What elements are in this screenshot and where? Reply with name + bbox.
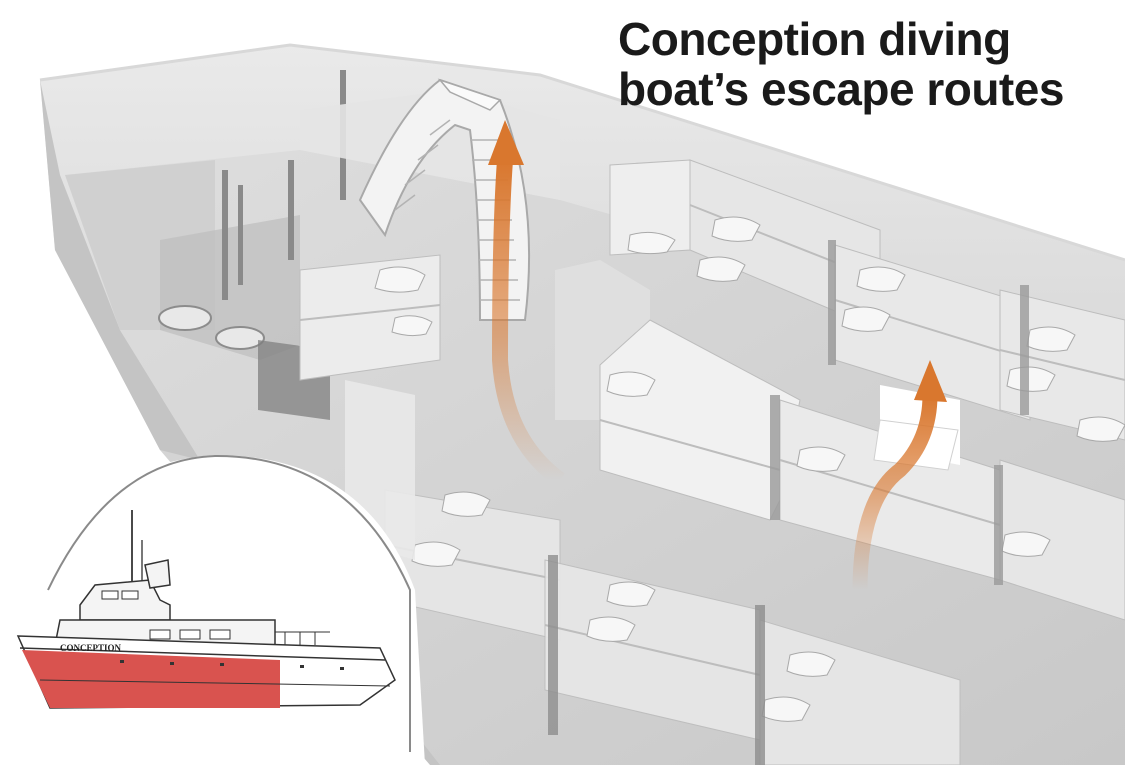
support-post: [222, 170, 228, 300]
bunk-block: [999, 416, 1125, 621]
hull-top-rim: [39, 43, 1125, 262]
arrowhead-icon: [488, 120, 524, 165]
inset-boat-view: CONCEPTION: [0, 454, 425, 765]
bunk-block: [299, 254, 441, 381]
escape-arrow-stairway: [488, 120, 565, 487]
bunk-block: [599, 319, 801, 521]
bunks: [299, 159, 1125, 765]
escape-arrow-hatch: [852, 360, 947, 591]
bunk-block: [384, 489, 561, 641]
arrowhead-icon: [914, 360, 947, 402]
support-post: [288, 160, 294, 260]
title-line-2: boat’s escape routes: [618, 63, 1064, 115]
hull-highlight: [22, 650, 280, 708]
title-line-1: Conception diving: [618, 13, 1011, 65]
sink-icon: [158, 305, 212, 331]
bunk-block: [544, 559, 761, 741]
hull-bow-wall: [40, 80, 200, 460]
sink-icon: [215, 326, 265, 350]
diagram-title: Conception diving boat’s escape routes: [618, 14, 1118, 114]
washroom-compartment: [65, 70, 346, 420]
support-post: [238, 185, 243, 285]
inset-boat-name: CONCEPTION: [60, 643, 122, 653]
bunk-block: [999, 289, 1125, 441]
inset-frame: [47, 454, 411, 752]
